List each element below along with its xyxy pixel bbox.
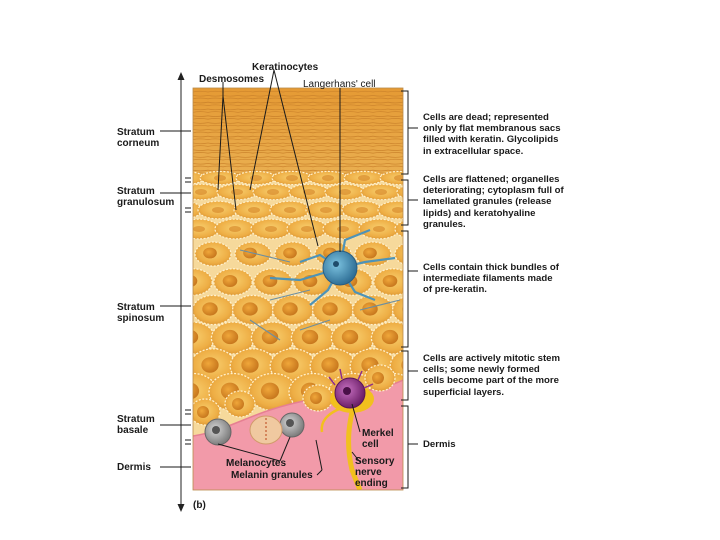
right-brackets — [401, 91, 418, 488]
melanocyte-right — [280, 413, 304, 437]
melanocyte-left — [205, 419, 231, 445]
dermis-left-label: Dermis — [117, 462, 151, 473]
keratinocytes-label: Keratinocytes — [252, 62, 318, 73]
langerhans-label: Langerhans' cell — [303, 79, 376, 90]
left-leader-lines — [160, 131, 191, 467]
dermis-right-label: Dermis — [423, 439, 456, 450]
melanocytes-label: Melanocytes — [226, 458, 286, 469]
melanin-granules-label: Melanin granules — [231, 470, 313, 481]
depth-axis-arrow — [178, 72, 185, 512]
figure-label: (b) — [193, 500, 206, 511]
granulosum-cell — [164, 171, 204, 184]
dividing-cell — [250, 416, 282, 444]
tissue-block — [162, 88, 437, 490]
desmosomes-label: Desmosomes — [199, 74, 264, 85]
